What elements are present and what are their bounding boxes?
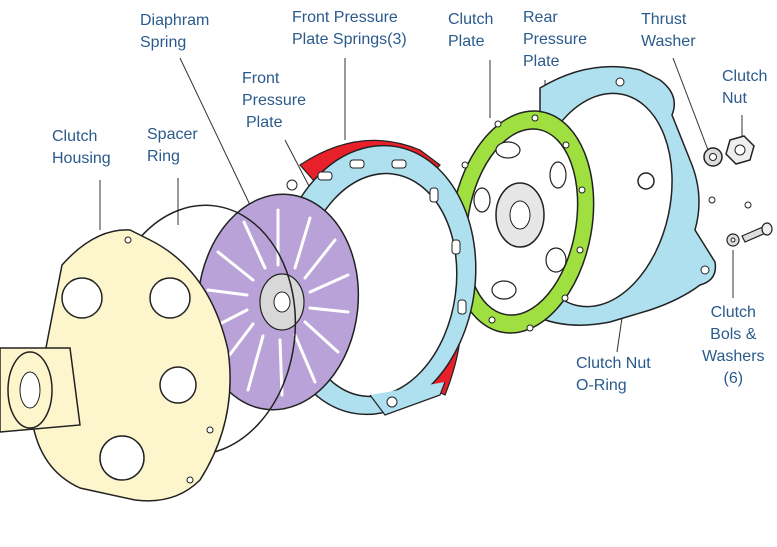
label-clutch-nut: Clutch Nut: [722, 66, 767, 110]
label-line: Clutch Nut: [576, 355, 651, 372]
leader-thrust-washer: [672, 57, 709, 151]
label-line: Plate: [448, 33, 485, 50]
label-line: Ring: [147, 148, 180, 165]
label-clutch-bolts-washers: Clutch Bols & Washers (6): [702, 302, 765, 390]
label-line: Bols &: [710, 326, 757, 343]
label-line: Clutch: [448, 11, 494, 28]
label-line: Nut: [722, 90, 747, 107]
o-ring: [637, 172, 655, 190]
label-line: Washer: [641, 33, 696, 50]
label-front-pressure-plate: Front Pressure Plate: [242, 68, 306, 134]
label-line: Pressure: [242, 92, 307, 109]
diaphram-spring: [196, 193, 360, 411]
thrust-washer: [703, 147, 723, 167]
label-line: Diaphram: [140, 12, 210, 29]
label-line: Thrust: [641, 11, 687, 28]
label-line: Rear: [523, 9, 558, 26]
label-line: Spacer: [147, 126, 198, 143]
label-thrust-washer: Thrust Washer: [641, 9, 696, 53]
leader-front-pressure-plate: [284, 139, 311, 189]
leader-diaphram-spring: [179, 57, 251, 206]
label-rear-pressure-plate: Rear Pressure Plate: [523, 7, 587, 73]
clutch-plate: [449, 110, 595, 334]
label-line: O-Ring: [576, 377, 627, 394]
label-line: Plate: [523, 53, 560, 70]
label-line: Plate Springs(3): [292, 31, 407, 48]
label-line: (6): [723, 370, 744, 387]
label-line: Plate: [246, 114, 283, 131]
label-line: Spring: [140, 34, 187, 51]
label-diaphram-spring: Diaphram Spring: [140, 10, 209, 54]
label-clutch-housing: Clutch Housing: [52, 126, 111, 170]
label-line: Clutch: [52, 128, 98, 145]
label-spacer-ring: Spacer Ring: [147, 124, 198, 168]
label-line: Front Pressure: [292, 9, 398, 26]
label-front-pressure-plate-springs: Front Pressure Plate Springs(3): [292, 7, 407, 51]
label-line: Clutch: [710, 304, 756, 321]
label-clutch-nut-oring: Clutch Nut O-Ring: [576, 353, 651, 397]
clutch-nut: [725, 135, 755, 165]
clutch-bolts-washers: [708, 196, 773, 247]
label-clutch-plate: Clutch Plate: [448, 9, 493, 53]
label-line: Washers: [702, 348, 765, 365]
label-line: Pressure: [523, 31, 588, 48]
label-line: Front: [242, 70, 280, 87]
clutch-housing: [0, 229, 231, 502]
label-line: Housing: [52, 150, 111, 167]
label-line: Clutch: [722, 68, 768, 85]
